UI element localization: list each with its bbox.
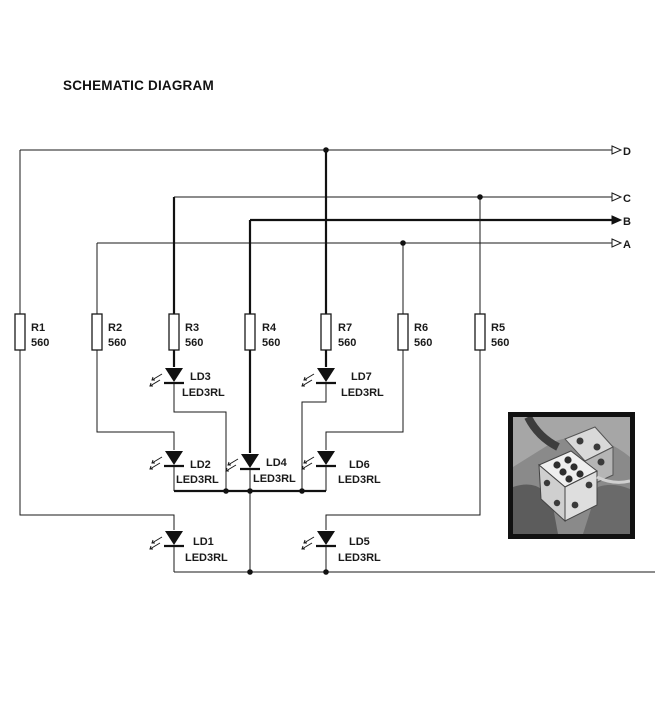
led-diode-icon [241,454,259,468]
page-title: SCHEMATIC DIAGRAM [63,78,214,93]
led-part: LED3RL [338,552,381,564]
resistor-value: 560 [262,337,280,349]
led-ref: LD1 [193,536,214,548]
light-emission-icon [149,373,163,387]
wire-drops [19,150,481,314]
resistor-r3: R3 560 [168,313,203,351]
led-diode-icon [317,451,335,465]
led-ref: LD6 [349,459,370,471]
bus-b: B [250,215,631,228]
led-ref: LD5 [349,536,370,548]
led-ld3: LD3 LED3RL [149,368,225,399]
dice-illustration [513,417,630,534]
resistor-r5: R5 560 [474,313,509,351]
output-label-c: C [623,193,631,205]
led-ld6: LD6 LED3RL [301,451,381,486]
led-part: LED3RL [176,474,219,486]
led-part: LED3RL [253,473,296,485]
led-ld5: LD5 LED3RL [301,531,381,564]
light-emission-icon [149,456,163,470]
resistor-ref: R6 [414,322,428,334]
bus-d: D [20,145,631,158]
resistor-ref: R1 [31,322,45,334]
led-diode-icon [165,451,183,465]
led-ref: LD3 [190,371,211,383]
led-ld2: LD2 LED3RL [149,451,219,486]
arrow-b-icon [611,215,623,225]
resistor-r2: R2 560 [91,313,126,351]
resistor-value: 560 [108,337,126,349]
arrow-c-icon [611,192,623,202]
bus-c: C [174,192,631,205]
resistor-value: 560 [185,337,203,349]
resistor-value: 560 [414,337,432,349]
resistor-ref: R5 [491,322,505,334]
led-part: LED3RL [341,387,384,399]
output-label-a: A [623,239,631,251]
resistor-ref: R3 [185,322,199,334]
led-diode-icon [317,531,335,545]
resistor-ref: R2 [108,322,122,334]
resistor-value: 560 [491,337,509,349]
led-part: LED3RL [182,387,225,399]
resistor-value: 560 [338,337,356,349]
arrow-d-icon [611,145,623,155]
led-diode-icon [165,531,183,545]
resistor-r4: R4 560 [244,313,280,351]
resistor-value: 560 [31,337,49,349]
resistor-ref: R4 [262,322,277,334]
led-ld4: LD4 LED3RL [225,454,296,485]
light-emission-icon [149,536,163,550]
light-emission-icon [301,373,315,387]
led-part: LED3RL [185,552,228,564]
led-ref: LD7 [351,371,372,383]
bus-a: A [97,238,631,251]
light-emission-icon [301,456,315,470]
led-ref: LD2 [190,459,211,471]
led-ref: LD4 [266,457,288,469]
light-emission-icon [301,536,315,550]
resistor-r6: R6 560 [397,313,432,351]
led-ld1: LD1 LED3RL [149,531,228,564]
junctions [223,147,483,575]
light-emission-icon [225,458,239,472]
output-label-d: D [623,146,631,158]
arrow-a-icon [611,238,623,248]
resistor-r1: R1 560 [14,313,49,351]
resistor-r7: R7 560 [320,313,356,351]
resistor-ref: R7 [338,322,352,334]
output-label-b: B [623,216,631,228]
led-diode-icon [317,368,335,382]
led-diode-icon [165,368,183,382]
led-part: LED3RL [338,474,381,486]
dice-icon [508,412,635,539]
led-ld7: LD7 LED3RL [301,368,384,399]
